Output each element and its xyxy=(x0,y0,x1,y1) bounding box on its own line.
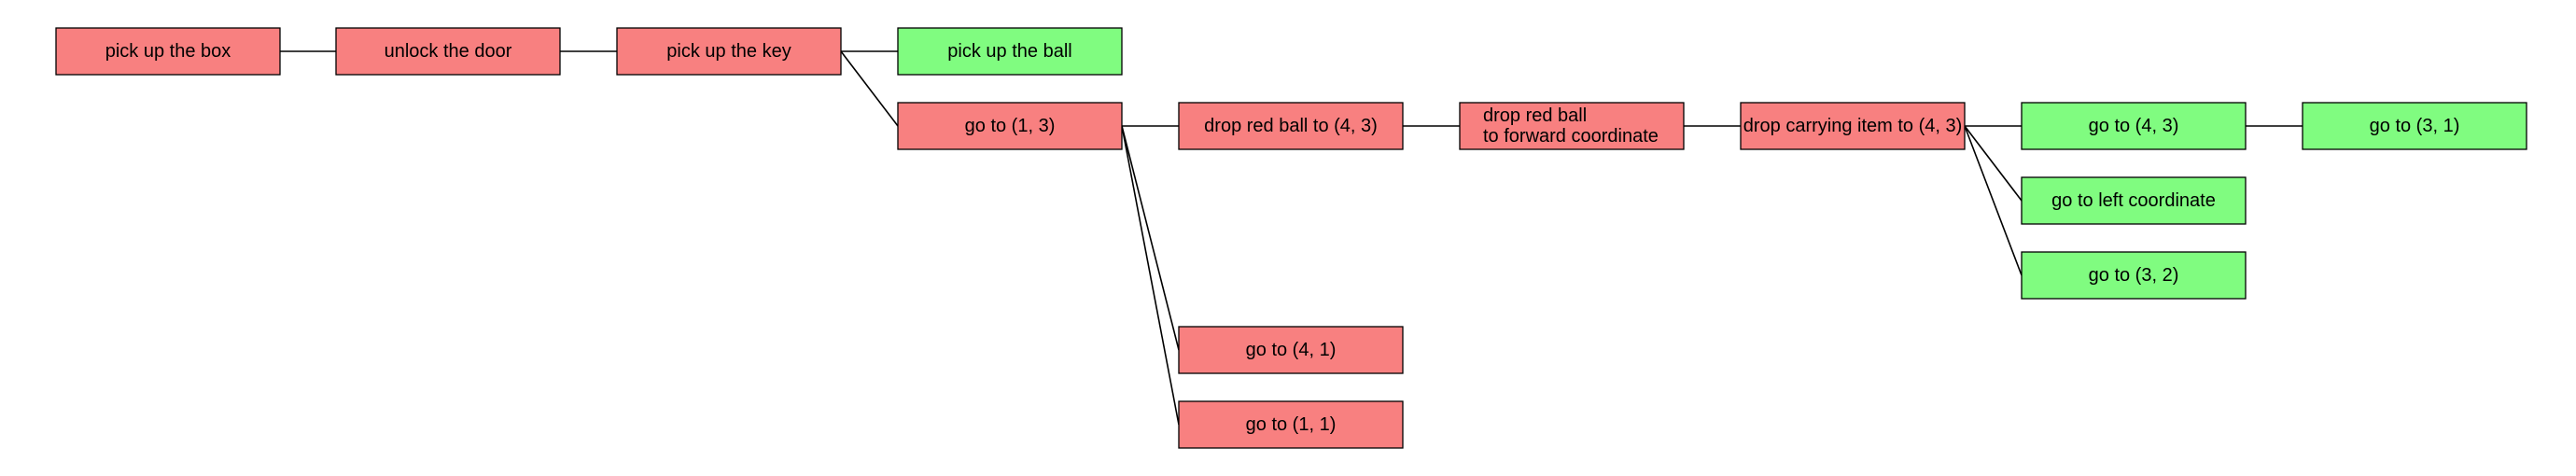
node-box xyxy=(1740,102,1966,150)
node-box xyxy=(335,27,561,76)
node-label: pick up the ball xyxy=(947,41,1071,62)
edge-n5-n14 xyxy=(1121,125,1180,426)
nodes-layer: pick up the box unlock the door pick up th… xyxy=(55,27,2527,449)
node-box xyxy=(1178,400,1404,449)
node-label: go to (1, 3) xyxy=(965,116,1056,136)
node-label: drop red ball xyxy=(1483,105,1587,126)
pick-up-the-box-node: pick up the box xyxy=(55,27,281,76)
node-box xyxy=(2021,102,2247,150)
go-to-1-1-node: go to (1, 1) xyxy=(1178,400,1404,449)
node-box xyxy=(55,27,281,76)
go-to-4-1-node: go to (4, 1) xyxy=(1178,326,1404,374)
unlock-the-door-node: unlock the door xyxy=(335,27,561,76)
go-to-1-3-node: go to (1, 3) xyxy=(897,102,1123,150)
edge-n8-n12 xyxy=(1964,125,2023,276)
node-label: go to left coordinate xyxy=(2051,190,2216,211)
drop-red-ball-to-4-3-node: drop red ball to (4, 3) xyxy=(1178,102,1404,150)
node-box xyxy=(897,102,1123,150)
node-box xyxy=(616,27,842,76)
go-to-3-2-node: go to (3, 2) xyxy=(2021,251,2247,300)
node-label: pick up the box xyxy=(105,41,231,62)
node-label: go to (1, 1) xyxy=(1246,414,1337,435)
node-box xyxy=(1459,102,1685,150)
drop-carrying-item-node: drop carrying item to (4, 3) xyxy=(1740,102,1966,150)
pick-up-the-key-node: pick up the key xyxy=(616,27,842,76)
node-box xyxy=(2302,102,2527,150)
node-box xyxy=(1178,326,1404,374)
node-box xyxy=(2021,176,2247,225)
go-to-3-1-node: go to (3, 1) xyxy=(2302,102,2527,150)
node-label: go to (3, 2) xyxy=(2089,265,2179,286)
edge-n5-n13 xyxy=(1121,125,1180,351)
node-label: go to (3, 1) xyxy=(2370,116,2460,136)
node-label: drop carrying item to (4, 3) xyxy=(1743,116,1963,136)
node-box xyxy=(2021,251,2247,300)
go-to-left-coordinate-node: go to left coordinate xyxy=(2021,176,2247,225)
go-to-4-3-node: go to (4, 3) xyxy=(2021,102,2247,150)
node-box xyxy=(1178,102,1404,150)
node-label: pick up the key xyxy=(666,41,791,62)
node-label: to forward coordinate xyxy=(1483,126,1659,147)
node-box xyxy=(897,27,1123,76)
node-label: go to (4, 1) xyxy=(1246,340,1337,360)
node-label: unlock the door xyxy=(385,41,512,62)
pick-up-the-ball-node: pick up the ball xyxy=(897,27,1123,76)
node-label: drop red ball to (4, 3) xyxy=(1204,116,1378,136)
edge-n3-n5 xyxy=(840,50,899,127)
node-label: go to (4, 3) xyxy=(2089,116,2179,136)
edges-layer xyxy=(280,50,2303,426)
edge-n8-n11 xyxy=(1964,125,2023,202)
